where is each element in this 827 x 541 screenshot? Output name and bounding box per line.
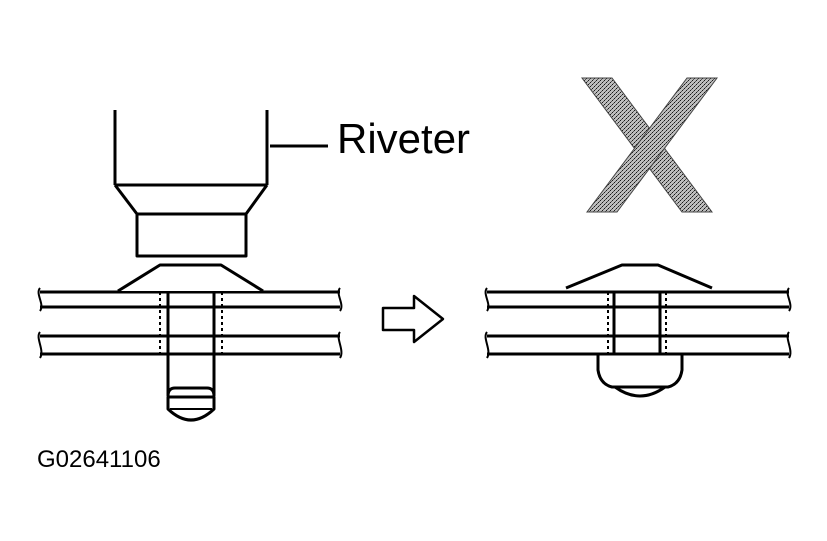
riveter-label: Riveter [337,115,471,162]
rivet-unset [117,263,264,422]
right-panels [484,287,792,359]
left-panels [37,287,343,359]
x-mark-icon [581,77,718,213]
right-arrow-outline-icon [381,294,445,344]
figure-code-label: G02641106 [37,446,161,473]
riveter-tool [113,110,269,258]
rivet-set [565,263,713,398]
